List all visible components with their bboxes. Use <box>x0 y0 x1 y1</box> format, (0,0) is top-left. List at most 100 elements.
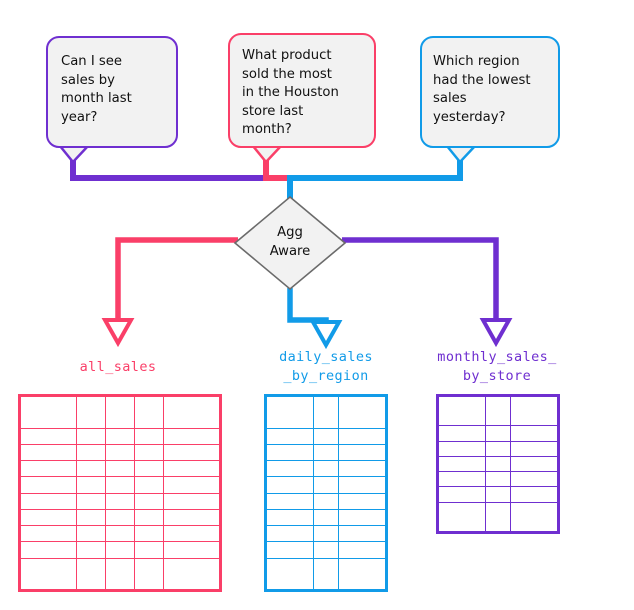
table-cell <box>337 395 388 429</box>
table-cell <box>18 459 78 478</box>
table-row <box>436 501 560 534</box>
table-row <box>18 459 222 478</box>
table-row <box>264 508 388 527</box>
table-cell <box>133 541 164 559</box>
table-monthly-sales-by-store[interactable] <box>436 394 560 534</box>
table-cell <box>162 476 222 494</box>
table-cell <box>105 541 135 559</box>
question-bubble-region-lowest-text: Which region had the lowest sales yester… <box>433 54 531 125</box>
table-cell <box>76 395 107 429</box>
question-bubble-region-lowest[interactable] <box>420 36 560 148</box>
table-cell <box>162 557 222 591</box>
table-cell <box>162 524 222 543</box>
table-cell <box>162 395 222 429</box>
table-daily-sales-by-region[interactable] <box>264 394 388 592</box>
table-cell <box>485 394 511 427</box>
table-cell <box>509 471 560 488</box>
table-cell <box>337 524 388 543</box>
arrowhead-pink <box>101 318 135 348</box>
table-cell <box>76 541 107 559</box>
table-cell <box>76 476 107 494</box>
table-cell <box>264 427 315 445</box>
agg-aware-diamond[interactable] <box>233 195 347 291</box>
table-label-monthly-sales-by-store: monthly_sales_ by_store <box>437 349 557 384</box>
conn-pink-out <box>115 237 238 322</box>
table-cell <box>264 459 315 478</box>
table-row <box>264 492 388 510</box>
table-cell <box>436 440 487 457</box>
table-cell <box>264 476 315 494</box>
table-cell <box>162 427 222 445</box>
table-cell <box>313 443 339 462</box>
table-cell <box>485 455 511 473</box>
arrowhead-purple <box>479 318 513 348</box>
conn-blue-out <box>287 288 329 324</box>
table-cell <box>313 492 339 510</box>
table-cell <box>313 476 339 494</box>
table-cell <box>313 427 339 445</box>
table-cell <box>509 486 560 503</box>
table-cell <box>18 524 78 543</box>
table-cell <box>18 557 78 591</box>
table-row <box>18 508 222 527</box>
table-row <box>264 524 388 543</box>
table-cell <box>133 395 164 429</box>
table-cell <box>337 443 388 462</box>
table-all-sales[interactable] <box>18 394 222 592</box>
table-row <box>18 443 222 462</box>
table-cell <box>485 471 511 488</box>
table-cell <box>133 476 164 494</box>
table-cell <box>133 508 164 527</box>
table-cell <box>133 524 164 543</box>
table-cell <box>337 541 388 559</box>
table-cell <box>264 524 315 543</box>
question-bubble-month-sales[interactable] <box>46 36 178 148</box>
table-cell <box>105 459 135 478</box>
table-cell <box>133 443 164 462</box>
table-cell <box>133 557 164 591</box>
table-row <box>264 476 388 494</box>
table-cell <box>162 443 222 462</box>
bubble-tail-pink <box>250 144 284 164</box>
table-row <box>264 443 388 462</box>
table-cell <box>313 557 339 591</box>
conn-purple-out <box>342 237 499 322</box>
bubble-tail-blue <box>444 144 478 164</box>
table-cell <box>264 508 315 527</box>
question-bubble-month-sales-text: Can I see sales by month last year? <box>61 54 132 125</box>
table-cell <box>105 427 135 445</box>
conn-blue-in <box>287 150 463 200</box>
table-row <box>18 492 222 510</box>
arrowhead-blue <box>309 320 343 350</box>
table-row <box>264 459 388 478</box>
table-row <box>436 455 560 473</box>
question-bubble-houston-product[interactable] <box>228 33 376 148</box>
table-cell <box>313 524 339 543</box>
table-row <box>18 524 222 543</box>
table-label-all-sales: all_sales <box>79 359 157 375</box>
table-cell <box>436 471 487 488</box>
table-cell <box>105 492 135 510</box>
table-row <box>18 541 222 559</box>
table-cell <box>485 425 511 442</box>
table-cell <box>264 492 315 510</box>
table-cell <box>264 541 315 559</box>
table-row <box>436 486 560 503</box>
table-cell <box>436 455 487 473</box>
agg-aware-label: Agg Aware <box>269 225 311 259</box>
table-cell <box>313 541 339 559</box>
table-cell <box>313 459 339 478</box>
table-cell <box>18 427 78 445</box>
table-cell <box>436 394 487 427</box>
table-cell <box>18 395 78 429</box>
table-cell <box>18 443 78 462</box>
table-cell <box>509 501 560 534</box>
table-cell <box>76 557 107 591</box>
table-cell <box>509 394 560 427</box>
table-cell <box>436 501 487 534</box>
table-cell <box>337 508 388 527</box>
table-cell <box>485 440 511 457</box>
table-cell <box>264 443 315 462</box>
